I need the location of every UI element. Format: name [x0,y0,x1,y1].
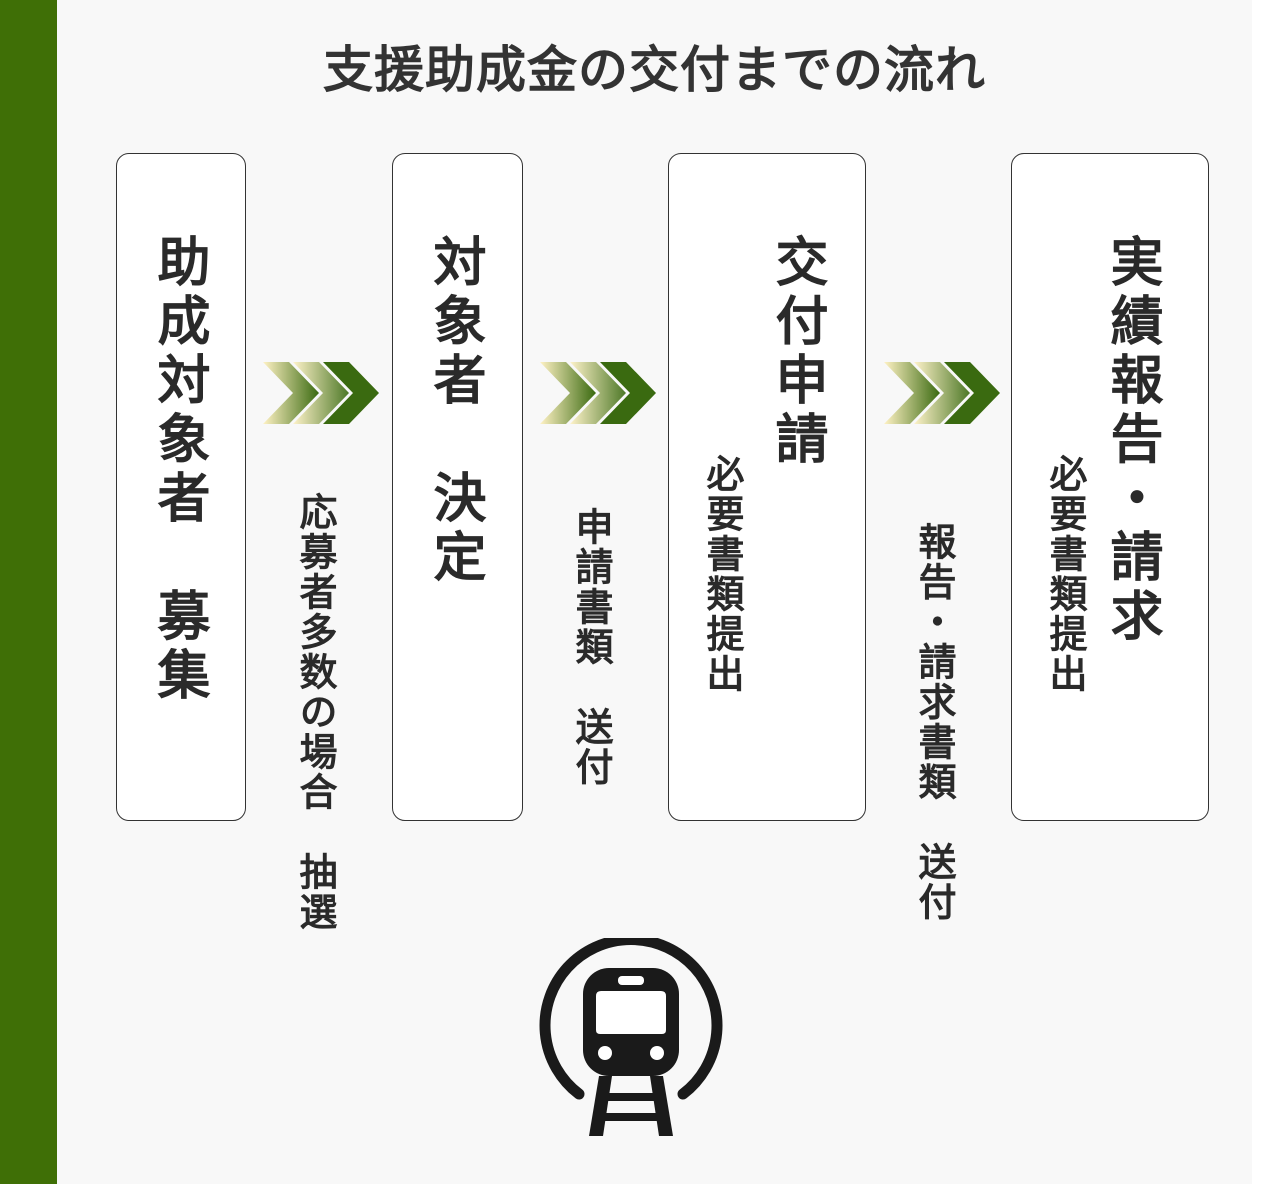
step-box-decide: 対象者 決定 [392,153,523,821]
step-label-decide: 対象者 決定 [425,234,486,588]
step-box-application: 交付申請 必要書類提出 [668,153,866,821]
page-title: 支援助成金の交付までの流れ [323,41,986,99]
triple-chevron-right-icon [540,362,656,424]
step-sub-report: 必要書類提出 [1043,454,1087,694]
step-label-recruit: 助成対象者 募集 [149,234,210,706]
train-icon [539,938,723,1136]
step-label-report: 実績報告・請求 [1102,234,1163,647]
step-box-report: 実績報告・請求 必要書類提出 [1011,153,1209,821]
transition-note-report-docs: 報告・請求書類 送付 [912,522,956,922]
step-box-recruit: 助成対象者 募集 [116,153,246,821]
triple-chevron-right-icon [263,362,379,424]
step-sub-application: 必要書類提出 [700,454,744,694]
left-accent-bar [0,0,57,1184]
transition-note-lottery: 応募者多数の場合 抽選 [293,492,337,932]
step-label-application: 交付申請 [767,234,828,470]
transition-note-application-docs: 申請書類 送付 [569,507,613,787]
triple-chevron-right-icon [884,362,1000,424]
